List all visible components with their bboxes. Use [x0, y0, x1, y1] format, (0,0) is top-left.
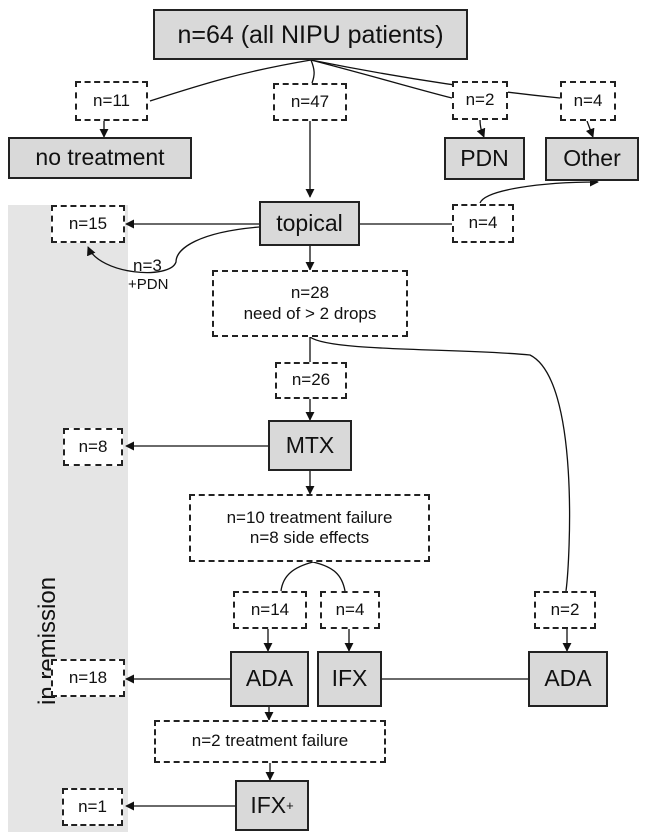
- topical-box: topical: [259, 201, 360, 246]
- topical-count: n=47: [273, 83, 347, 121]
- edge-n4-to-other-up: [479, 177, 599, 204]
- mtx-side-effects-line: n=8 side effects: [249, 528, 370, 547]
- edge-root-to-n4: [310, 59, 561, 99]
- topical-to-other-count: n=4: [452, 204, 514, 243]
- ifx-box: IFX: [317, 651, 382, 707]
- ifx-plus-label: IFX: [250, 791, 287, 818]
- all-patients-box: n=64 (all NIPU patients): [153, 9, 468, 60]
- edge-fail-split-right: [312, 561, 346, 592]
- remission-mtx-count: n=8: [63, 428, 123, 466]
- edge-root-to-n47: [310, 59, 315, 84]
- remission-topical-count: n=15: [51, 205, 125, 243]
- edge-topical-pdn-loop: [87, 226, 260, 274]
- ifx-plus-superscript: +: [286, 797, 294, 813]
- pdn-box: PDN: [444, 137, 525, 180]
- need-drops-count: n=28: [290, 283, 330, 303]
- pdn-count: n=2: [452, 81, 508, 120]
- edge-n4-to-other: [585, 120, 595, 138]
- to-ifx-count: n=4: [320, 591, 380, 629]
- mtx-failure-line: n=10 treatment failure: [226, 507, 393, 527]
- edge-need-to-n2: [309, 336, 571, 592]
- edge-root-to-n2: [310, 59, 453, 99]
- edge-root-to-n11: [149, 59, 312, 102]
- no-treatment-box: no treatment: [8, 137, 192, 179]
- to-ada-count: n=14: [233, 591, 307, 629]
- need-drops-box: n=28 need of > 2 drops: [212, 270, 408, 337]
- ada-box: ADA: [230, 651, 309, 707]
- edge-fail-split-left: [280, 561, 314, 592]
- mtx-failure-box: n=10 treatment failure n=8 side effects: [189, 494, 430, 562]
- no-treatment-count: n=11: [75, 81, 148, 121]
- remission-biologic-count: n=18: [51, 659, 125, 697]
- remission-band: [8, 205, 128, 832]
- ada-direct-box: ADA: [528, 651, 608, 707]
- remission-ifx-plus-count: n=1: [62, 788, 123, 826]
- biologic-failure-box: n=2 treatment failure: [154, 720, 386, 763]
- other-box: Other: [545, 137, 639, 181]
- other-count: n=4: [560, 81, 616, 121]
- topical-pdn-count: n=3: [133, 256, 162, 275]
- to-mtx-count: n=26: [275, 362, 347, 399]
- need-drops-label: need of > 2 drops: [243, 303, 377, 323]
- to-ada-direct-count: n=2: [534, 591, 596, 629]
- mtx-box: MTX: [268, 420, 352, 471]
- ifx-plus-box: IFX+: [235, 780, 309, 831]
- edge-n2-to-pdn: [476, 119, 486, 138]
- topical-pdn-note: +PDN: [128, 276, 169, 293]
